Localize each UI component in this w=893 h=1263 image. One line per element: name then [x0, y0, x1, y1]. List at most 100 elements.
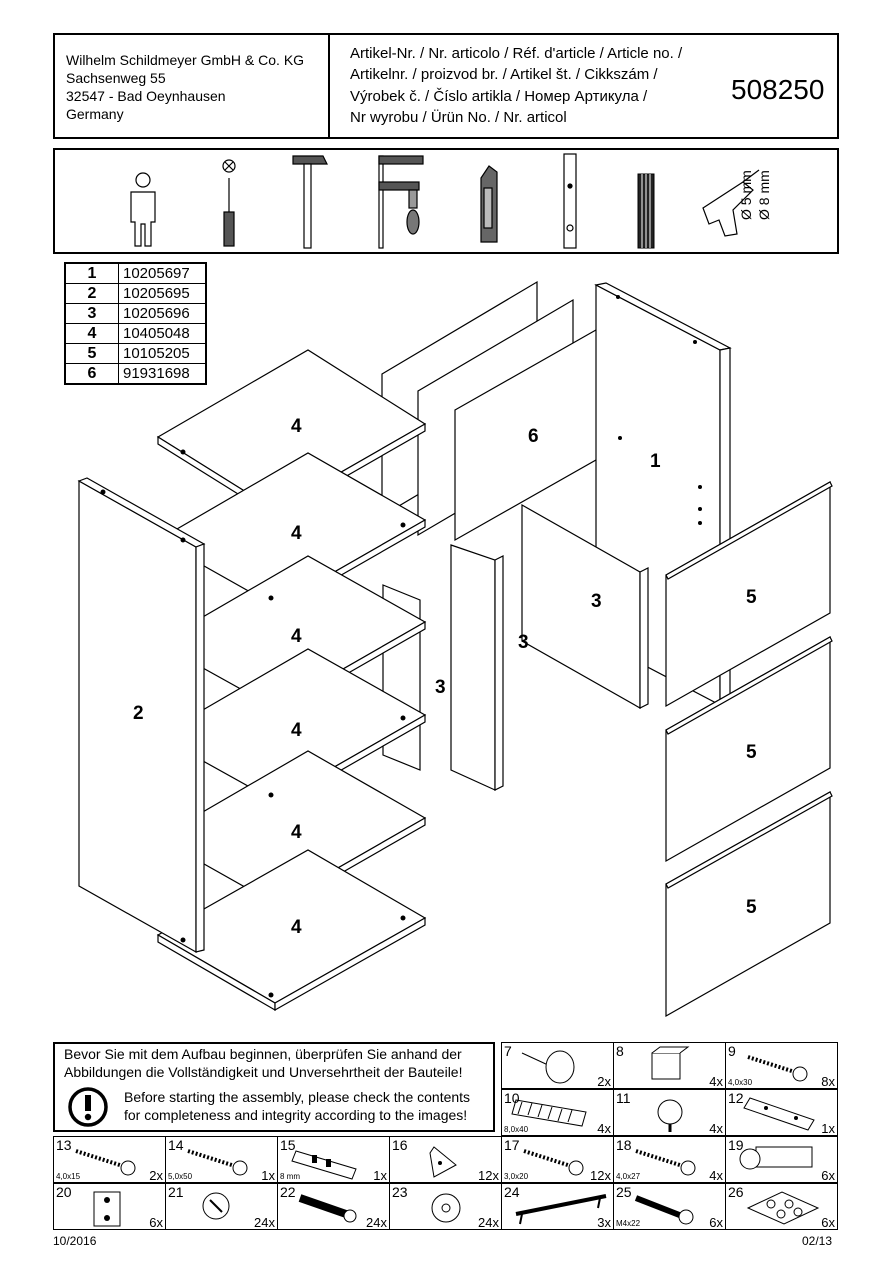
- label-back-panel: 6: [528, 426, 539, 447]
- hardware-cell: 21 24x: [165, 1183, 278, 1230]
- hardware-number: 22: [280, 1184, 296, 1200]
- company-line-1: Wilhelm Schildmeyer GmbH & Co. KG: [66, 52, 305, 68]
- hardware-number: 20: [56, 1184, 72, 1200]
- divider-panel: [450, 544, 496, 791]
- label-left-side: 2: [133, 703, 144, 724]
- hardware-number: 25: [616, 1184, 632, 1200]
- hardware-dimension: 5,0x50: [168, 1172, 193, 1181]
- tools-box: [53, 148, 839, 254]
- hardware-quantity: 24x: [254, 1215, 275, 1230]
- hardware-quantity: 1x: [373, 1168, 387, 1183]
- hardware-quantity: 24x: [478, 1215, 499, 1230]
- hardware-cell: 20 6x: [53, 1183, 166, 1230]
- label-shelf: 4: [291, 523, 302, 544]
- screw-icon: [187, 1149, 248, 1176]
- tools-strip: [130, 153, 760, 249]
- hardware-quantity: 6x: [821, 1215, 835, 1230]
- wall-bracket-icon: [743, 1097, 815, 1131]
- company-line-3: 32547 - Bad Oeynhausen: [66, 88, 226, 104]
- screw-icon: [747, 1055, 808, 1082]
- hardware-number: 18: [616, 1137, 632, 1153]
- label-shelf: 4: [291, 416, 302, 437]
- hardware-number: 10: [504, 1090, 520, 1106]
- screw-icon: [523, 1149, 584, 1176]
- hardware-dimension: 8,0x40: [504, 1125, 529, 1134]
- part-code: 10405048: [118, 323, 207, 344]
- part-code: 10105205: [118, 343, 207, 364]
- hardware-number: 17: [504, 1137, 520, 1153]
- company-line-4: Germany: [66, 106, 124, 122]
- person-icon: [130, 172, 156, 247]
- hardware-quantity: 8x: [821, 1074, 835, 1089]
- folding-rule-icon: [637, 173, 655, 249]
- dowel-icon: [511, 1099, 587, 1127]
- label-shelf: 4: [291, 626, 302, 647]
- hardware-number: 7: [504, 1043, 512, 1059]
- notice-de-line-1: Bevor Sie mit dem Aufbau beginnen, überp…: [64, 1046, 462, 1062]
- label-front: 5: [746, 742, 757, 763]
- hardware-number: 9: [728, 1043, 736, 1059]
- label-shelf: 4: [291, 917, 302, 938]
- hardware-quantity: 12x: [590, 1168, 611, 1183]
- bolt-icon: [634, 1195, 694, 1225]
- header-box: [53, 33, 839, 139]
- hardware-quantity: 4x: [709, 1168, 723, 1183]
- cutter-knife-icon: [480, 165, 498, 243]
- hardware-cell: 10 4x 8,0x40: [501, 1089, 614, 1136]
- label-shelf: 4: [291, 822, 302, 843]
- label-shelf: 4: [291, 720, 302, 741]
- hardware-quantity: 2x: [149, 1168, 163, 1183]
- hardware-quantity: 1x: [821, 1121, 835, 1136]
- drill-icon: [702, 169, 760, 237]
- label-divider: 3: [518, 632, 529, 653]
- cam-bolt-icon: [298, 1194, 357, 1223]
- hardware-number: 24: [504, 1184, 520, 1200]
- hardware-dimension: 3,0x20: [504, 1172, 529, 1181]
- article-line-3: Výrobek č. / Číslo artikla / Номер Артик…: [350, 88, 648, 105]
- warning-icon: [68, 1087, 108, 1127]
- hardware-quantity: 6x: [149, 1215, 163, 1230]
- hardware-number: 11: [616, 1090, 631, 1106]
- part-no: 6: [64, 363, 119, 385]
- hardware-number: 16: [392, 1137, 408, 1153]
- notice-en-line-1: Before starting the assembly, please che…: [124, 1089, 471, 1105]
- corner-block-icon: [429, 1146, 457, 1178]
- hardware-dimension: 4,0x30: [728, 1078, 753, 1087]
- part-code: 10205696: [118, 303, 207, 324]
- screwdriver-icon: [222, 159, 236, 247]
- label-divider: 3: [591, 591, 602, 612]
- hardware-dimension: 8 mm: [280, 1172, 300, 1181]
- label-right-side: 1: [650, 451, 661, 472]
- hardware-number: 8: [616, 1043, 624, 1059]
- hardware-number: 13: [56, 1137, 72, 1153]
- article-number: 508250: [731, 74, 825, 105]
- spirit-level-icon: [563, 153, 577, 249]
- hardware-number: 21: [168, 1184, 184, 1200]
- cover-cap-icon: [431, 1193, 461, 1223]
- handle-icon: [515, 1194, 607, 1225]
- shelf-pin-icon: [657, 1099, 683, 1132]
- hardware-dimension: M4x22: [616, 1219, 641, 1228]
- part-code: 91931698: [118, 363, 207, 385]
- hardware-cell: 17 12x 3,0x20: [501, 1136, 614, 1183]
- hardware-quantity: 24x: [366, 1215, 387, 1230]
- notice-de-line-2: Abbildungen die Vollständigkeit und Unve…: [64, 1064, 463, 1080]
- screw-icon: [635, 1149, 696, 1176]
- hardware-quantity: 4x: [597, 1121, 611, 1136]
- hammer-icon: [292, 155, 328, 249]
- hardware-quantity: 4x: [709, 1121, 723, 1136]
